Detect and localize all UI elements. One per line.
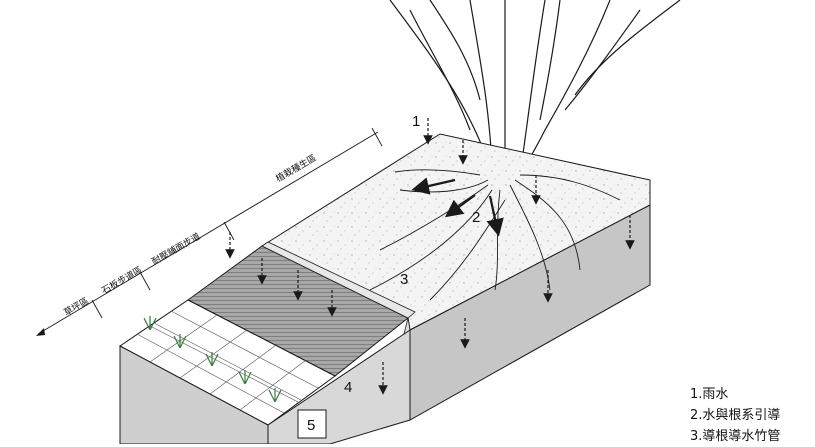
foundation xyxy=(119,329,411,444)
roots xyxy=(369,169,621,301)
tree xyxy=(389,0,681,236)
water-arrows xyxy=(225,118,635,395)
zone-lawn: 草坪區 xyxy=(62,295,91,319)
marker-5: 5 xyxy=(307,417,315,434)
zone-permeable-path: 耐壓鋪面步道 xyxy=(150,230,203,267)
legend: 1.雨水 2.水與根系引導 3.導根導水竹管 xyxy=(690,384,815,447)
legend-item-1: 1.雨水 xyxy=(690,387,729,402)
marker-3: 3 xyxy=(400,271,408,288)
zone-planting: 植栽種生區 xyxy=(274,152,319,185)
marker-4: 4 xyxy=(344,379,352,396)
marker-1: 1 xyxy=(412,113,420,130)
zone-dimension-lines xyxy=(36,127,383,336)
marker-2: 2 xyxy=(472,209,480,226)
root-guide-arrows xyxy=(411,177,504,237)
markers: 1 2 3 4 5 xyxy=(307,113,480,434)
grass-tufts xyxy=(143,316,282,403)
legend-item-3: 3.導根導水竹管 xyxy=(690,429,781,444)
zone-stone-path: 石板步道區 xyxy=(100,264,145,297)
legend-item-2: 2.水與根系引導 xyxy=(690,408,781,423)
permeable-grating xyxy=(187,241,416,377)
stone-path xyxy=(119,299,336,426)
